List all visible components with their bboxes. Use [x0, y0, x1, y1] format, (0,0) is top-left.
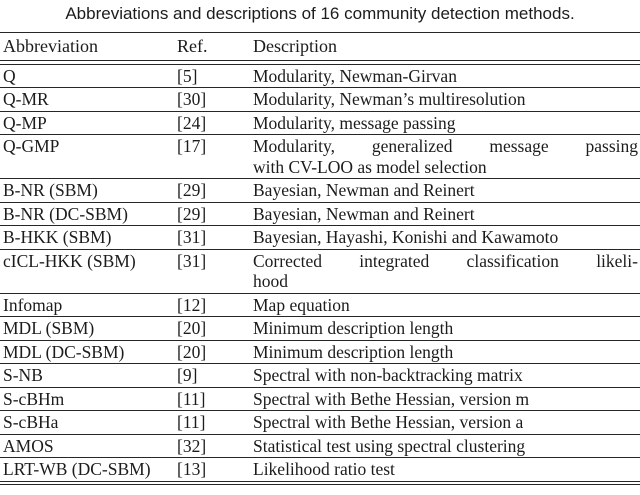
abbreviation-cell: MDL (DC-SBM): [3, 341, 125, 362]
header-double-rule: [0, 60, 640, 65]
abbreviation-cell: S-cBHa: [3, 412, 59, 433]
description-cell: Spectral with non-backtracking matrix: [253, 365, 640, 386]
abbreviation-cell: Q-GMP: [3, 136, 60, 157]
ref-cell: [20]: [177, 341, 207, 362]
abbreviation-cell: B-NR (DC-SBM): [3, 203, 128, 224]
bottom-double-rule: [0, 480, 640, 486]
ref-cell: [9]: [177, 365, 198, 386]
ref-cell: [13]: [177, 459, 207, 480]
description-line: Minimum description length: [253, 341, 454, 362]
abbreviation-cell: S-NB: [3, 365, 43, 386]
abbreviation-cell: Q-MR: [3, 89, 49, 110]
abbreviation-cell: cICL-HKK (SBM): [3, 250, 136, 271]
description-cell: Modularity, Newman’s multiresolution: [253, 89, 640, 110]
description-line: Bayesian, Hayashi, Konishi and Kawamoto: [253, 227, 559, 248]
table-row: MDL (DC-SBM) [20] Minimum description le…: [0, 339, 640, 364]
description-line: Modularity, generalized message passing: [253, 136, 638, 157]
table-row: B-NR (SBM) [29] Bayesian, Newman and Rei…: [0, 178, 640, 202]
abbreviation-cell: Q: [3, 65, 16, 86]
table-row: AMOS [32] Statistical test using spectra…: [0, 433, 640, 458]
ref-cell: [29]: [177, 180, 207, 201]
description-line: Bayesian, Newman and Reinert: [253, 180, 475, 201]
table-row: Q-MR [30] Modularity, Newman’s multireso…: [0, 87, 640, 111]
ref-cell: [24]: [177, 112, 207, 133]
description-line: Corrected integrated classification like…: [253, 250, 638, 271]
table-row: LRT-WB (DC-SBM) [13] Likelihood ratio te…: [0, 457, 640, 481]
ref-cell: [20]: [177, 318, 207, 339]
abbreviation-cell: B-HKK (SBM): [3, 227, 112, 248]
description-cell: Corrected integrated classification like…: [253, 251, 640, 292]
ref-cell: [12]: [177, 294, 207, 315]
abbreviation-cell: Q-MP: [3, 112, 47, 133]
description-line: Modularity, message passing: [253, 112, 456, 133]
description-line: Spectral with Bethe Hessian, version a: [253, 412, 524, 433]
header-ref: Ref.: [177, 36, 208, 56]
abbreviation-cell: LRT-WB (DC-SBM): [3, 459, 151, 480]
table-row: S-cBHa [11] Spectral with Bethe Hessian,…: [0, 410, 640, 434]
abbreviation-cell: Infomap: [3, 294, 63, 315]
abbreviation-cell: B-NR (SBM): [3, 180, 98, 201]
ref-cell: [31]: [177, 250, 207, 271]
table-row: Q-MP [24] Modularity, message passing: [0, 110, 640, 135]
description-line: Spectral with non-backtracking matrix: [253, 365, 523, 386]
description-cell: Minimum description length: [253, 342, 640, 363]
ref-cell: [29]: [177, 203, 207, 224]
description-line: Statistical test using spectral clusteri…: [253, 435, 526, 456]
description-cell: Statistical test using spectral clusteri…: [253, 436, 640, 457]
description-line: Bayesian, Newman and Reinert: [253, 203, 475, 224]
abbreviation-cell: MDL (SBM): [3, 318, 95, 339]
table-row: MDL (SBM) [20] Minimum description lengt…: [0, 316, 640, 340]
abbreviation-cell: S-cBHm: [3, 388, 65, 409]
table-row: Q-GMP [17] Modularity, generalized messa…: [0, 134, 640, 178]
description-line: Modularity, Newman-Girvan: [253, 65, 457, 86]
description-cell: Map equation: [253, 295, 640, 316]
table-row: Q [5] Modularity, Newman-Girvan: [0, 65, 640, 88]
description-line: Spectral with Bethe Hessian, version m: [253, 388, 530, 409]
table-row: Infomap [12] Map equation: [0, 292, 640, 317]
header-abbreviation: Abbreviation: [3, 36, 98, 56]
description-line: with CV-LOO as model selection: [253, 156, 487, 177]
ref-cell: [30]: [177, 89, 207, 110]
description-cell: Spectral with Bethe Hessian, version a: [253, 412, 640, 433]
table-row: cICL-HKK (SBM) [31] Corrected integrated…: [0, 248, 640, 293]
ref-cell: [11]: [177, 388, 206, 409]
table-row: B-NR (DC-SBM) [29] Bayesian, Newman and …: [0, 201, 640, 226]
ref-cell: [31]: [177, 227, 207, 248]
ref-cell: [32]: [177, 435, 207, 456]
table-row: S-NB [9] Spectral with non-backtracking …: [0, 363, 640, 387]
description-cell: Bayesian, Newman and Reinert: [253, 180, 640, 201]
header-description: Description: [253, 36, 337, 56]
abbreviation-cell: AMOS: [3, 435, 54, 456]
description-cell: Spectral with Bethe Hessian, version m: [253, 389, 640, 410]
description-cell: Modularity, generalized message passing …: [253, 136, 640, 177]
description-line: Modularity, Newman’s multiresolution: [253, 89, 526, 110]
description-line: Map equation: [253, 294, 350, 315]
description-cell: Bayesian, Newman and Reinert: [253, 204, 640, 225]
description-line: Likelihood ratio test: [253, 459, 395, 480]
description-cell: Minimum description length: [253, 318, 640, 339]
table-row: S-cBHm [11] Spectral with Bethe Hessian,…: [0, 386, 640, 411]
table-caption: Abbreviations and descriptions of 16 com…: [65, 4, 575, 23]
description-cell: Likelihood ratio test: [253, 459, 640, 480]
description-cell: Modularity, Newman-Girvan: [253, 66, 640, 87]
ref-cell: [5]: [177, 65, 198, 86]
ref-cell: [17]: [177, 136, 207, 157]
description-cell: Bayesian, Hayashi, Konishi and Kawamoto: [253, 227, 640, 248]
ref-cell: [11]: [177, 412, 206, 433]
table-header-row: Abbreviation Ref. Description: [0, 33, 640, 60]
table-row: B-HKK (SBM) [31] Bayesian, Hayashi, Koni…: [0, 225, 640, 249]
description-line: Minimum description length: [253, 318, 454, 339]
description-cell: Modularity, message passing: [253, 113, 640, 134]
top-rule: [0, 32, 640, 33]
description-line: hood: [253, 271, 288, 292]
methods-table: Abbreviation Ref. Description Q [5] Modu…: [0, 32, 640, 486]
